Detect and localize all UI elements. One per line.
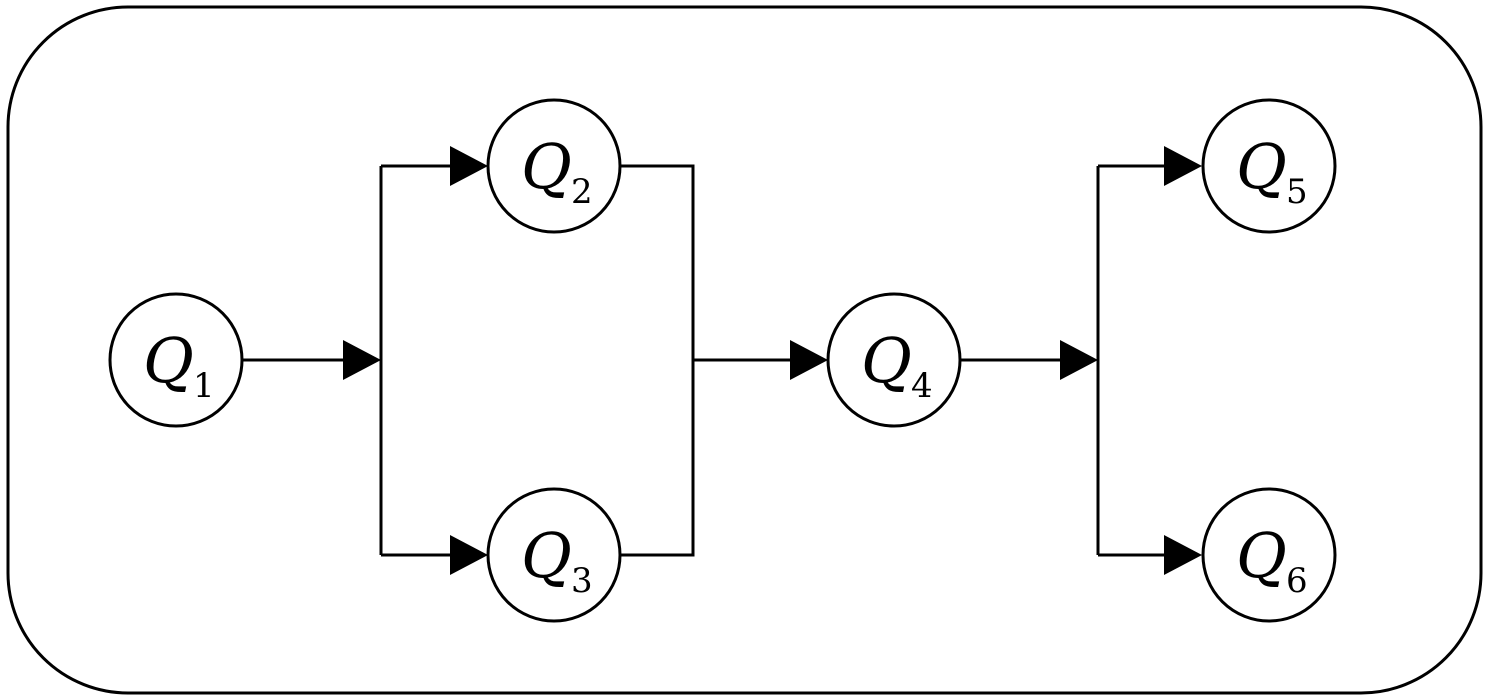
node-variable: Q [143, 324, 194, 397]
arrowhead [450, 535, 488, 575]
node-variable: Q [1236, 519, 1287, 592]
edge-split-q6 [1098, 535, 1202, 575]
arrowhead [343, 340, 381, 380]
edge-split-q5 [1098, 146, 1202, 186]
node-subscript: 1 [193, 366, 215, 406]
node-q3: Q 3 [486, 487, 622, 623]
node-q4: Q 4 [826, 292, 962, 428]
node-subscript: 5 [1286, 172, 1308, 212]
node-q5: Q 5 [1201, 98, 1337, 234]
node-q6: Q 6 [1201, 487, 1337, 623]
edge-q1-split [243, 340, 381, 380]
node-q2: Q 2 [486, 98, 622, 234]
node-variable: Q [861, 324, 912, 397]
node-q1: Q 1 [108, 292, 244, 428]
node-variable: Q [1236, 130, 1287, 203]
diagram-frame [6, 5, 1483, 695]
node-subscript: 4 [911, 366, 933, 406]
node-subscript: 3 [571, 561, 593, 601]
node-subscript: 2 [571, 172, 593, 212]
node-variable: Q [521, 519, 572, 592]
node-subscript: 6 [1286, 561, 1308, 601]
arrowhead [450, 146, 488, 186]
edge-merge-q4 [693, 340, 828, 380]
node-variable: Q [521, 130, 572, 203]
arrowhead [1164, 146, 1202, 186]
arrowhead [1060, 340, 1098, 380]
edge-split-q2 [381, 146, 488, 186]
edge-q4-split [960, 340, 1098, 380]
edge-split-q3 [381, 535, 488, 575]
arrowhead [790, 340, 828, 380]
arrowhead [1164, 535, 1202, 575]
